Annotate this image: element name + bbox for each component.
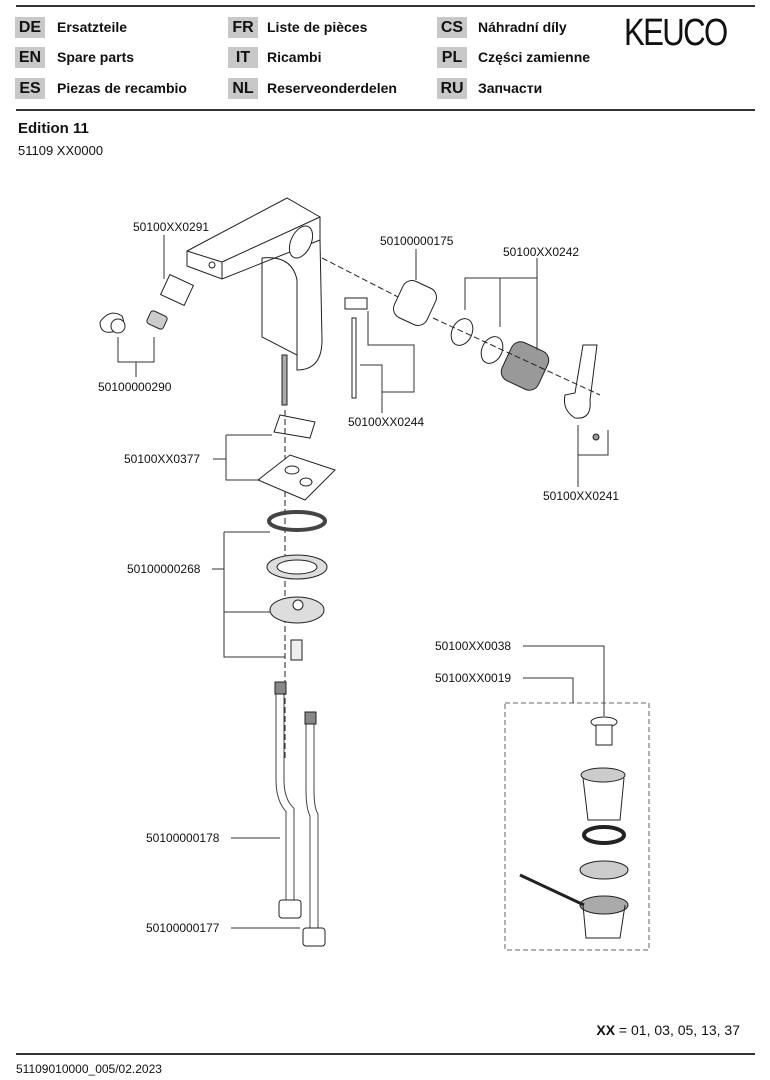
- part-label-aerator-key: 50100000290: [98, 380, 172, 394]
- header-bottom-rule: [16, 109, 755, 111]
- legend-key: XX: [596, 1022, 616, 1038]
- lang-code-es: ES: [15, 78, 45, 99]
- header-top-rule: [16, 5, 755, 7]
- part-label-cartridge: 50100000175: [380, 234, 454, 248]
- cartridge-drawing: [344, 280, 601, 441]
- lang-code-pl: PL: [437, 47, 467, 68]
- leader-lines: [117, 235, 609, 929]
- lang-label-ru: Запчасти: [478, 80, 543, 96]
- lang-label-it: Ricambi: [267, 49, 322, 65]
- part-label-drain-plug: 50100XX0038: [435, 639, 512, 653]
- part-label-cartridge-seals: 50100XX0242: [503, 245, 580, 259]
- part-label-hose-short: 50100000177: [146, 921, 220, 935]
- color-code-legend: XX = 01, 03, 05, 13, 37: [596, 1022, 740, 1039]
- footer-rule: [16, 1053, 755, 1055]
- lang-label-es: Piezas de recambio: [57, 80, 187, 96]
- faucet-body-drawing: [186, 197, 323, 371]
- lang-label-de: Ersatzteile: [57, 19, 128, 35]
- lang-label-en: Spare parts: [57, 49, 135, 65]
- part-label-base-plate: 50100XX0377: [124, 452, 201, 466]
- part-label-fixing-set: 50100000268: [127, 562, 201, 576]
- product-name: Edition 11: [18, 120, 89, 137]
- lang-label-pl: Części zamienne: [478, 49, 591, 65]
- base-plate-drawing: [257, 414, 336, 661]
- waste-drain-drawing: [504, 702, 650, 951]
- lang-code-fr: FR: [228, 17, 258, 38]
- part-label-waste-set: 50100XX0019: [435, 671, 512, 685]
- lang-code-de: DE: [15, 17, 45, 38]
- footer-doc-id: 51109010000_005/02.2023: [16, 1062, 162, 1076]
- lang-label-fr: Liste de pièces: [267, 19, 368, 35]
- lang-label-cs: Náhradní díly: [478, 19, 567, 35]
- lang-code-cs: CS: [437, 17, 467, 38]
- mounting-stud-drawing: [281, 354, 288, 406]
- part-label-hose-long: 50100000178: [146, 831, 220, 845]
- keuco-logo: KEUCO: [624, 12, 728, 54]
- part-label-aerator-housing: 50100XX0291: [133, 220, 210, 234]
- hoses-drawing: [274, 681, 326, 947]
- lang-label-nl: Reserveonderdelen: [267, 80, 397, 96]
- aerator-drawing: [99, 273, 195, 334]
- legend-eq: =: [615, 1022, 632, 1038]
- lang-code-it: IT: [228, 47, 258, 68]
- legend-values: 01, 03, 05, 13, 37: [631, 1022, 740, 1038]
- lang-code-en: EN: [15, 47, 45, 68]
- part-label-pop-up-rod: 50100XX0244: [348, 415, 425, 429]
- lang-code-nl: NL: [228, 78, 258, 99]
- product-number: 51109 XX0000: [18, 143, 104, 158]
- part-label-lever-handle: 50100XX0241: [543, 489, 620, 503]
- lang-code-ru: RU: [437, 78, 467, 99]
